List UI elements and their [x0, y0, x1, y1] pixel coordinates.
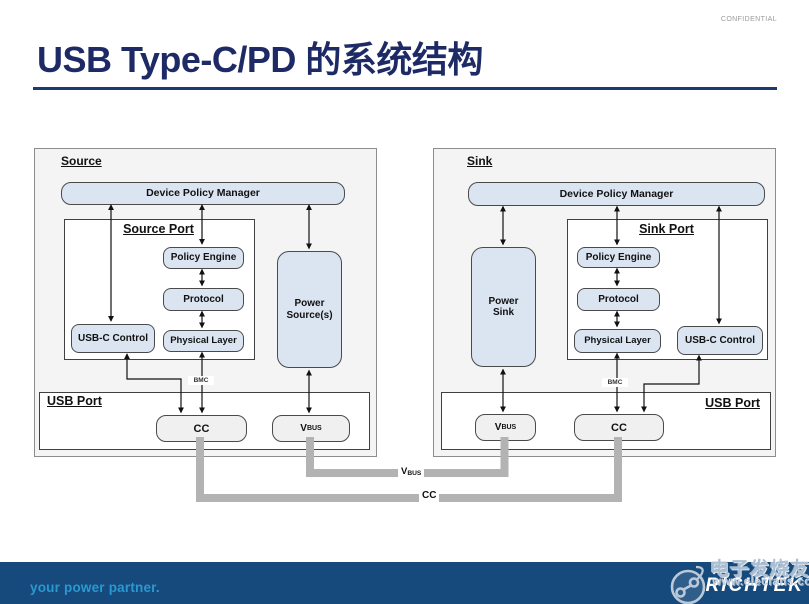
sink-usb-port-label: USB Port	[705, 396, 760, 410]
sink-bmc-label: BMC	[602, 378, 628, 387]
source-device-policy-manager-box: Device Policy Manager	[61, 182, 345, 205]
footer-tagline: your power partner.	[30, 580, 160, 595]
source-physical-layer-box: Physical Layer	[163, 330, 244, 352]
source-power-sources-box: Power Source(s)	[277, 251, 342, 368]
sink-usbc-control-box: USB-C Control	[677, 326, 763, 355]
source-vbus-sub-text: BUS	[306, 425, 322, 432]
watermark-url: www.elecfans.com	[712, 576, 809, 588]
sink-physical-layer-box: Physical Layer	[574, 329, 661, 353]
bus-vbus-sub-text: BUS	[407, 470, 422, 477]
title-divider	[33, 87, 777, 90]
sink-device-policy-manager-box: Device Policy Manager	[468, 182, 765, 206]
sink-power-sink-box: Power Sink	[471, 247, 536, 367]
sink-cc-box: CC	[574, 414, 664, 441]
bus-vbus-label: VBUS	[398, 466, 425, 480]
elecfans-logo-icon	[670, 565, 706, 604]
confidential-marking: CONFIDENTIAL	[720, 16, 777, 23]
source-port-label: Source Port	[123, 222, 194, 236]
sink-vbus-sub-text: BUS	[501, 424, 517, 431]
source-cc-box: CC	[156, 415, 247, 442]
page-title: USB Type-C/PD 的系统结构	[37, 39, 483, 80]
watermark-title: 电子发烧友	[710, 559, 809, 580]
source-policy-engine-box: Policy Engine	[163, 247, 244, 269]
source-label: Source	[61, 154, 102, 168]
sink-label: Sink	[467, 154, 493, 168]
sink-port-label: Sink Port	[639, 222, 694, 236]
sink-policy-engine-box: Policy Engine	[577, 247, 660, 268]
source-vbus-text: V	[300, 423, 307, 434]
sink-vbus-text: V	[494, 422, 502, 433]
source-protocol-box: Protocol	[163, 288, 244, 311]
watermark: 电子发烧友 www.elecfans.com	[666, 545, 809, 604]
sink-protocol-box: Protocol	[577, 288, 660, 311]
source-bmc-label: BMC	[188, 376, 214, 385]
source-usbc-control-box: USB-C Control	[71, 324, 155, 353]
bus-cc-label: CC	[419, 490, 440, 502]
source-usb-port-label: USB Port	[47, 394, 102, 408]
richtek-logo: RICHTEK	[705, 575, 804, 596]
